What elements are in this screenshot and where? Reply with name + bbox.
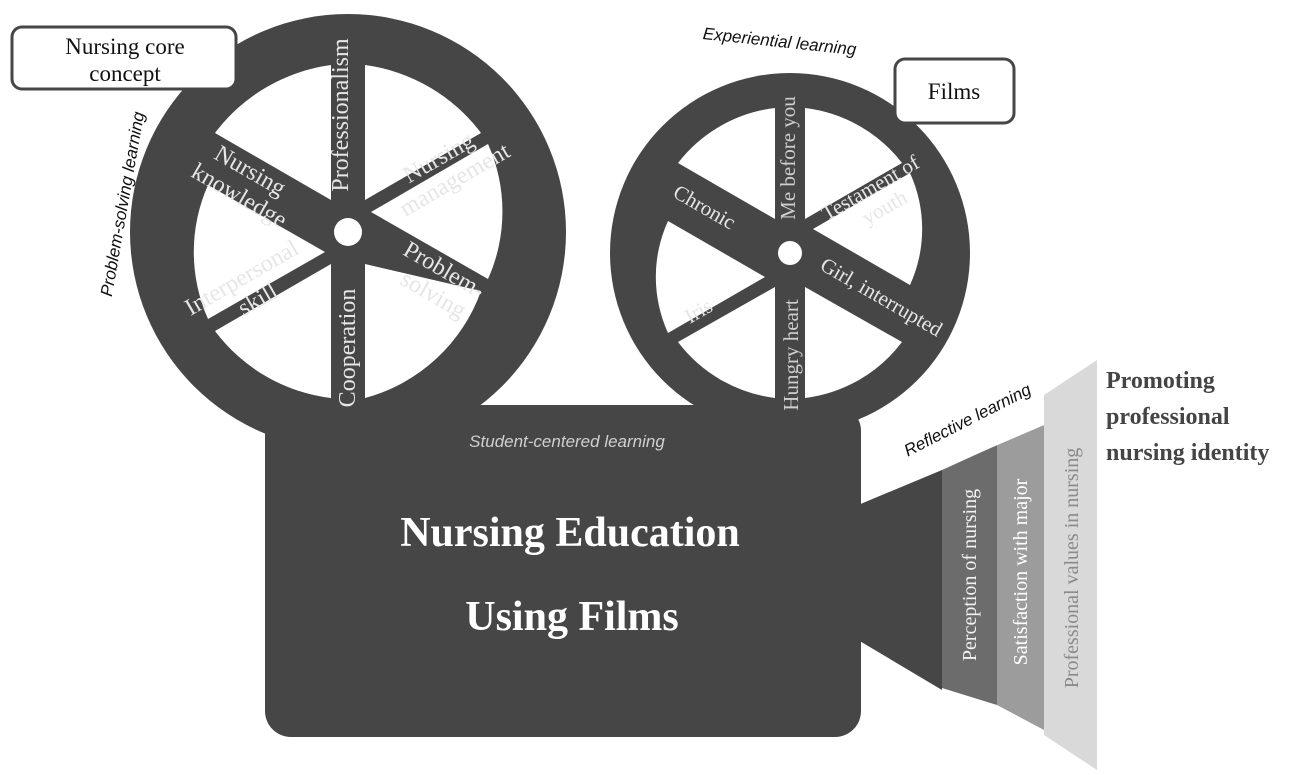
box-label-line: Nursing core [65,34,184,59]
beam-segment-light [1044,360,1097,770]
projection-beam [858,360,1097,770]
films-box: Films [893,57,1016,125]
beam-segment-dark [942,445,997,705]
spoke-label: Me before you [776,96,800,220]
right-reel-window [655,221,765,333]
beam-label: Professional values in nursing [1061,448,1083,689]
left-reel-window [215,264,331,398]
left-reel-window [365,264,481,398]
right-reel: Me before you Chronic Testament of youth… [610,73,970,433]
right-reel-window [805,287,902,398]
beam-label: Satisfaction with major [1010,478,1032,665]
nursing-core-concept-box: Nursing core concept [10,25,238,91]
spoke-label: Professionalism [328,38,354,192]
beam-white-wedge [858,395,1044,505]
left-reel-window [193,185,325,319]
left-reel-window [365,65,481,200]
student-centered-label: Student-centered learning [469,432,665,451]
right-reel-window [813,173,923,285]
right-reel-window [678,108,775,219]
outcome-line: professional [1106,404,1230,430]
beam-lens-connector [858,470,942,690]
left-reel-window [215,65,331,200]
beam-label: Perception of nursing [959,489,981,661]
right-reel-window [678,287,775,398]
box-label: Films [928,79,980,104]
experiential-learning-label: Experiential learning [702,24,858,59]
outcome-label: Promoting professional nursing identity [1106,368,1269,466]
outcome-line: nursing identity [1106,440,1269,466]
camera-title-line2: Using Films [465,594,679,640]
beam-segment-mid [997,425,1044,730]
camera-body [265,405,861,737]
left-reel-hub [334,218,362,246]
spoke-label: Cooperation [335,289,361,408]
left-reel-window [371,144,503,279]
spoke-label: Hungry heart [779,299,803,411]
left-reel: Professionalism Nursing knowledge Nursin… [130,14,566,450]
outcome-line: Promoting [1106,368,1215,394]
right-reel-window [805,108,902,219]
right-reel-hub [778,241,802,265]
box-label-line: concept [89,61,161,86]
camera-title-line1: Nursing Education [400,510,740,556]
